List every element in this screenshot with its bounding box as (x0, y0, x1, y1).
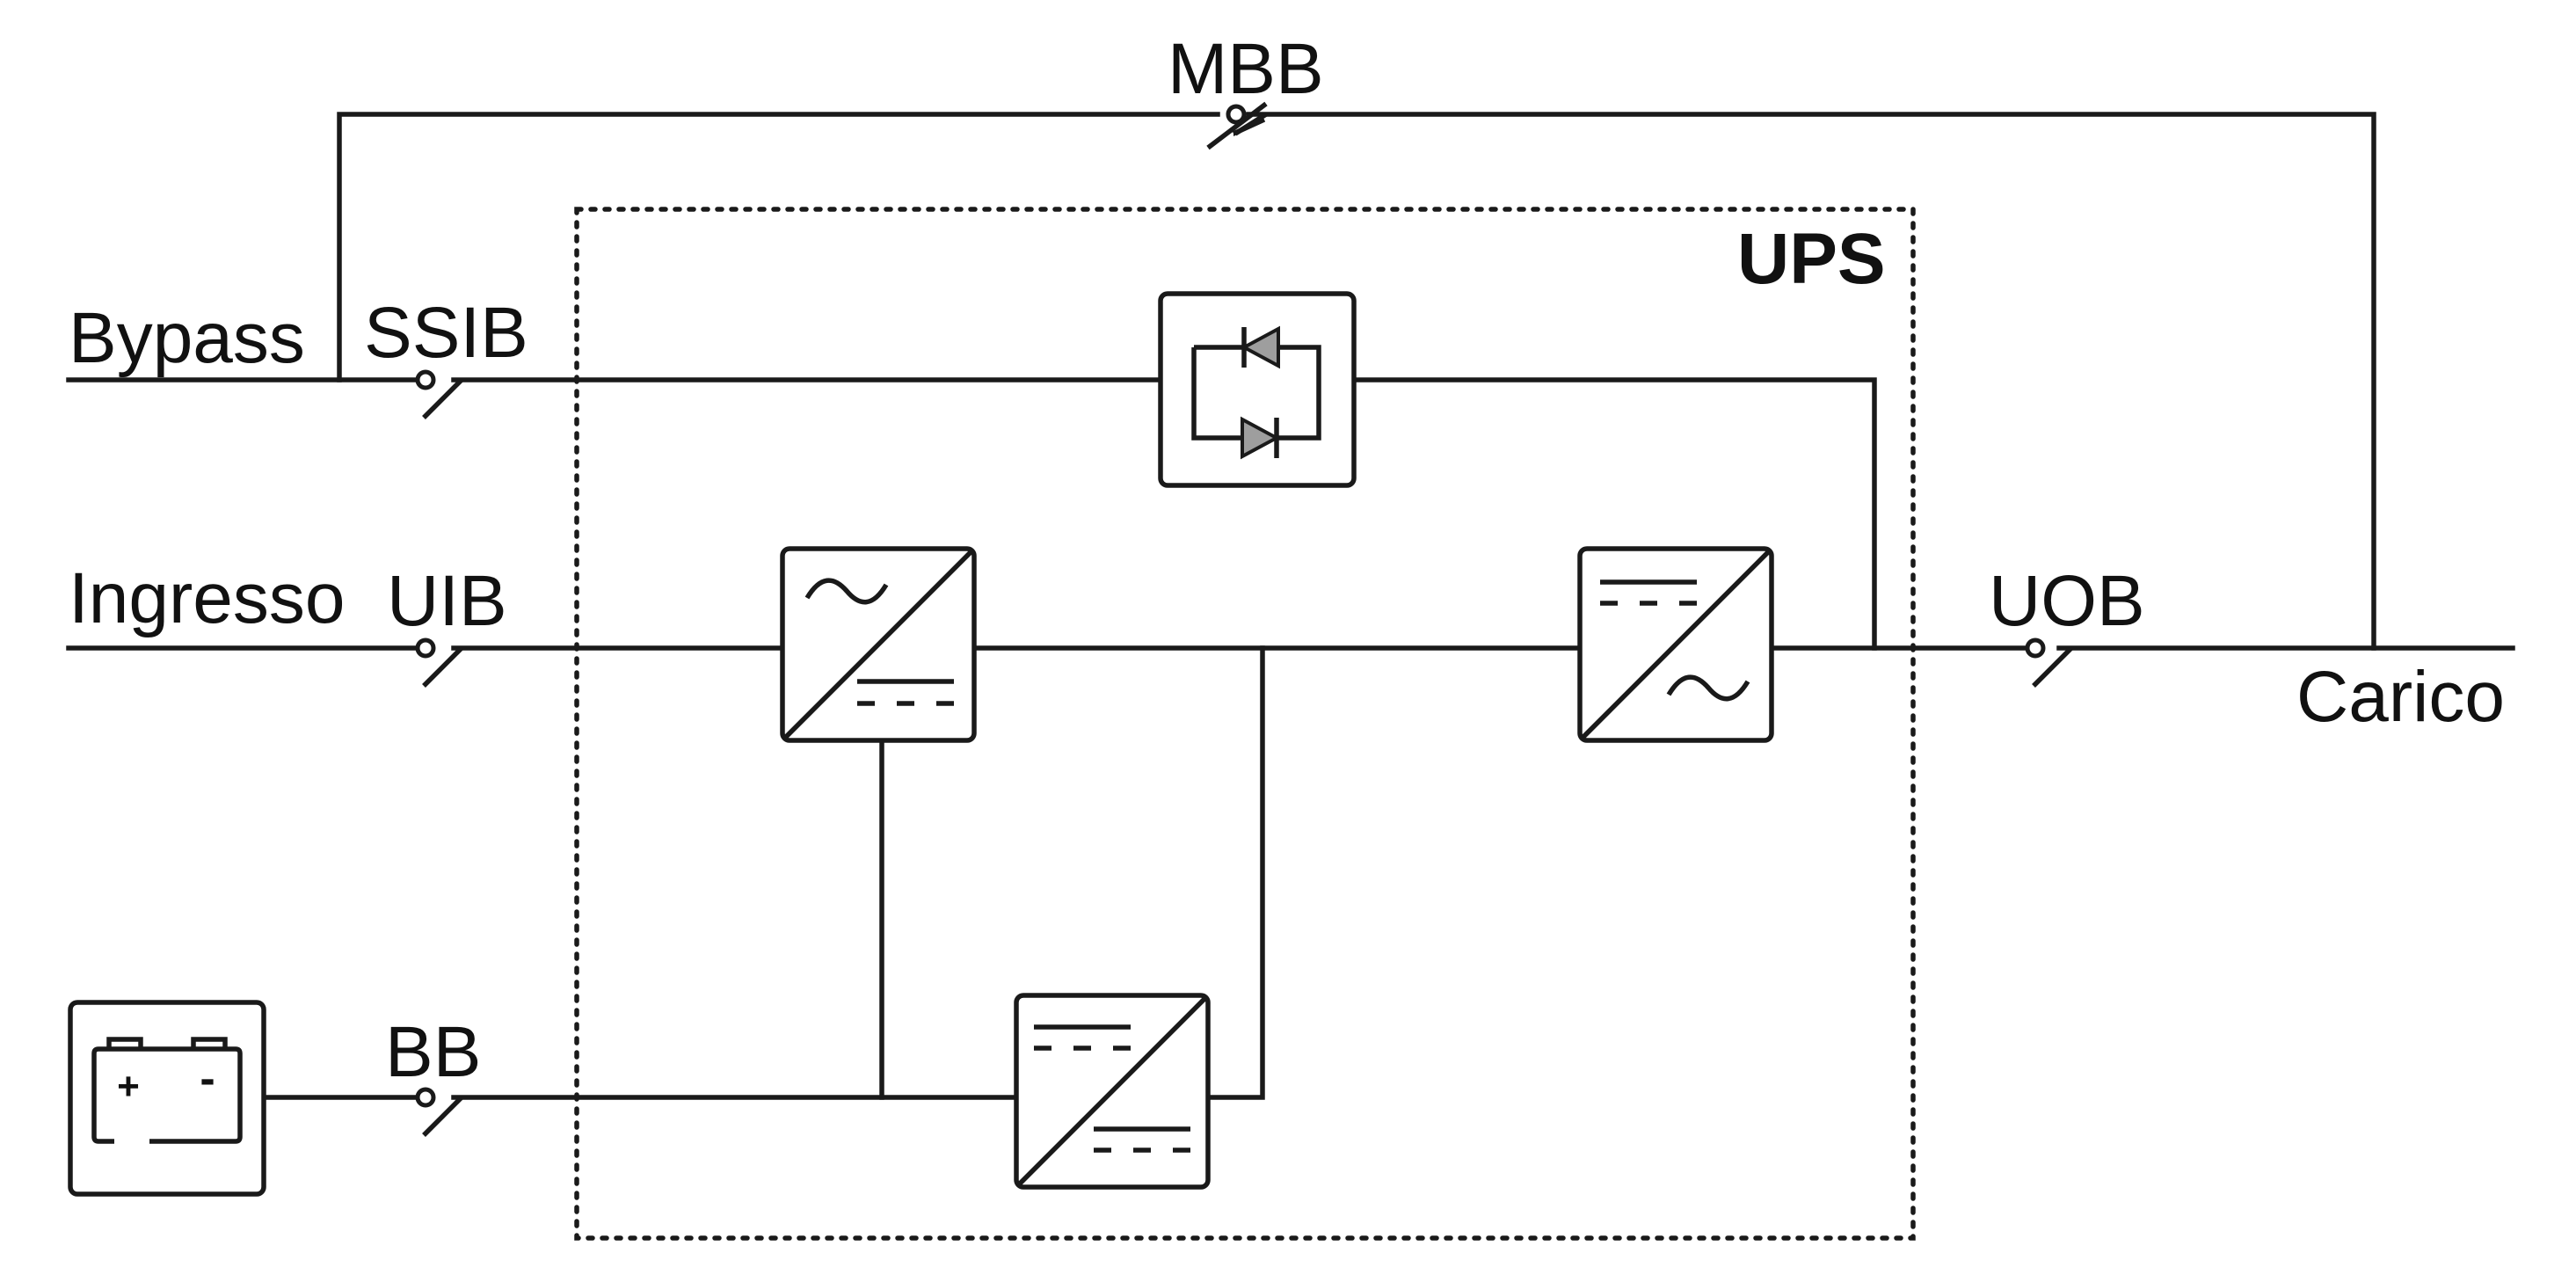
ac-wave-icon (1666, 674, 1750, 702)
battery: + - (68, 1000, 266, 1197)
label-uib: UIB (387, 561, 507, 641)
ac-wave-icon (804, 578, 889, 605)
label-bb: BB (385, 1012, 481, 1092)
battery-icon (91, 1046, 243, 1144)
wiring (66, 112, 2515, 1100)
label-ups: UPS (1737, 219, 1886, 299)
switch-ssib (415, 369, 463, 419)
thyristor-upper-icon (1240, 325, 1280, 369)
label-carico: Carico (2296, 657, 2505, 737)
label-uob: UOB (1989, 561, 2145, 641)
label-bypass: Bypass (69, 298, 305, 378)
static-bypass-switch (1158, 291, 1357, 488)
battery-plus-symbol: + (117, 1065, 140, 1108)
switch-bb (415, 1087, 463, 1137)
thyristor-lower-icon (1241, 416, 1281, 460)
inverter-dc-ac (1577, 546, 1774, 743)
battery-minus-symbol: - (200, 1053, 215, 1104)
label-ingresso: Ingresso (69, 558, 346, 638)
switch-mbb (1206, 101, 1268, 150)
label-mbb: MBB (1168, 29, 1324, 109)
rectifier-ac-dc (780, 546, 977, 743)
switch-uob (2025, 638, 2073, 688)
switch-uib (415, 638, 463, 688)
dc-dc-converter (1014, 993, 1211, 1190)
label-ssib: SSIB (364, 293, 528, 373)
